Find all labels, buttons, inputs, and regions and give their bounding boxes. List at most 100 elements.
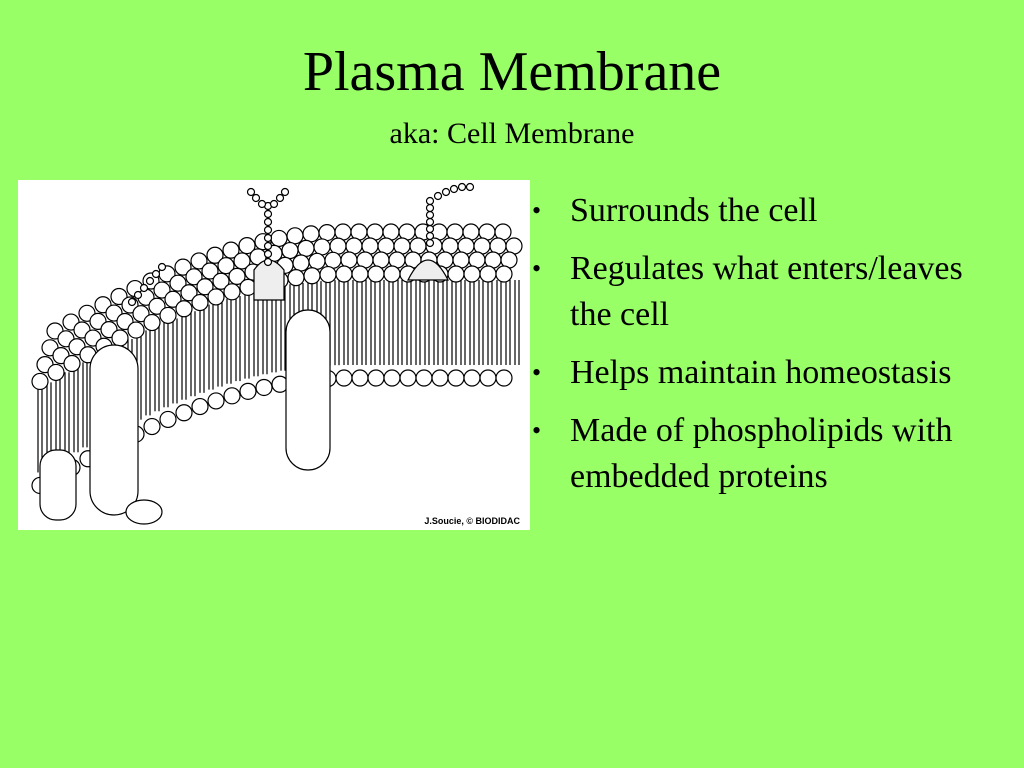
phospholipid-head: [297, 239, 315, 257]
carbohydrate-chain: [263, 241, 273, 251]
phospholipid-head: [190, 252, 208, 270]
peripheral-protein: [125, 499, 163, 525]
phospholipid-head: [447, 265, 465, 283]
phospholipid-head: [308, 252, 326, 270]
carbohydrate-chain: [133, 290, 143, 300]
carbohydrate-chain: [465, 182, 475, 192]
phospholipid-head: [399, 369, 417, 387]
carbohydrate-chain: [457, 182, 467, 192]
carbohydrate-chain: [269, 199, 279, 209]
phospholipid-head: [207, 288, 225, 306]
carbohydrate-chain: [263, 225, 273, 235]
slide-subtitle: aka: Cell Membrane: [389, 117, 635, 150]
phospholipid-head: [324, 251, 342, 269]
phospholipid-head: [479, 369, 497, 387]
phospholipid-head: [212, 272, 230, 290]
phospholipid-head: [238, 237, 256, 255]
phospholipid-head: [222, 241, 240, 259]
carbohydrate-chain: [127, 297, 137, 307]
integral-protein: [89, 344, 139, 516]
phospholipid-head: [335, 265, 353, 283]
phospholipid-head: [143, 313, 161, 332]
carbohydrate-chain: [263, 249, 273, 259]
phospholipid-head: [47, 363, 65, 382]
phospholipid-head: [233, 252, 251, 270]
phospholipid-head: [383, 265, 401, 283]
phospholipid-head: [159, 410, 177, 429]
carbohydrate-chain: [263, 257, 273, 267]
carbohydrate-chain: [425, 210, 435, 220]
carbohydrate-chain: [151, 269, 161, 279]
phospholipid-head: [351, 369, 369, 387]
bullet-text: Regulates what enters/leaves the cell: [570, 250, 963, 333]
phospholipid-head: [383, 369, 401, 387]
phospholipid-head: [164, 290, 182, 308]
carbohydrate-chain: [263, 209, 273, 219]
carbohydrate-chain: [263, 233, 273, 243]
phospholipid-head: [479, 265, 497, 283]
phospholipid-head: [63, 354, 81, 373]
phospholipid-head: [495, 369, 513, 387]
phospholipid-head: [495, 265, 513, 283]
carbohydrate-chain: [425, 231, 435, 241]
bullet-item: •Helps maintain homeostasis: [528, 350, 1008, 396]
phospholipid-head: [174, 258, 192, 276]
phospholipid-head: [318, 223, 336, 242]
phospholipid-head: [367, 265, 385, 283]
phospholipid-head: [313, 238, 331, 256]
carbohydrate-chain: [449, 184, 459, 194]
carbohydrate-chain: [425, 203, 435, 213]
phospholipid-head: [143, 417, 161, 436]
phospholipid-head: [302, 225, 320, 243]
phospholipid-head: [169, 274, 187, 292]
phospholipid-head: [159, 306, 177, 325]
bullet-dot: •: [532, 416, 542, 445]
bullet-text: Made of phospholipids with embedded prot…: [570, 412, 953, 495]
phospholipid-head: [286, 227, 304, 245]
bullet-dot: •: [532, 196, 542, 225]
carbohydrate-chain: [433, 191, 443, 201]
bullet-item: • Made of phospholipids with embedded pro…: [528, 408, 1008, 500]
carbohydrate-chain: [441, 187, 451, 197]
carbohydrate-chain: [139, 283, 149, 293]
peripheral-protein: [39, 449, 77, 521]
integral-protein: [285, 309, 331, 471]
phospholipid-head: [447, 369, 465, 387]
glycoprotein: [407, 259, 449, 281]
carbohydrate-chain: [145, 276, 155, 286]
phospholipid-head: [463, 369, 481, 387]
phospholipid-head: [319, 265, 337, 284]
carbohydrate-chain: [257, 199, 267, 209]
phospholipid-head: [281, 241, 299, 260]
glycoprotein: [253, 259, 285, 301]
phospholipid-head: [239, 382, 257, 400]
phospholipid-head: [367, 369, 385, 387]
bullet-item: •Surrounds the cell: [528, 188, 1008, 234]
carbohydrate-chain: [425, 238, 435, 248]
phospholipid-head: [180, 284, 198, 302]
phospholipid-head: [415, 369, 433, 387]
phospholipid-head: [175, 404, 193, 422]
carbohydrate-chain: [425, 196, 435, 206]
phospholipid-head: [223, 283, 241, 301]
phospholipid-head: [148, 297, 166, 315]
phospholipid-head: [463, 265, 481, 283]
phospholipid-head: [196, 278, 214, 296]
phospholipid-head: [31, 372, 49, 391]
carbohydrate-chain: [263, 217, 273, 227]
phospholipid-head: [292, 254, 310, 272]
phospholipid-head: [255, 378, 273, 397]
figure-credit: J.Soucie, © BIODIDAC: [424, 516, 520, 526]
bullet-text: Helps maintain homeostasis: [570, 354, 952, 391]
slide-title: Plasma Membrane: [302, 41, 722, 103]
carbohydrate-chain: [251, 193, 261, 203]
carbohydrate-chain: [280, 187, 290, 197]
carbohydrate-chain: [425, 217, 435, 227]
bullet-dot: •: [532, 254, 542, 283]
phospholipid-head: [185, 268, 203, 286]
phospholipid-head: [111, 329, 129, 347]
carbohydrate-chain: [157, 262, 167, 272]
phospholipid-head: [335, 369, 353, 387]
phospholipid-head: [206, 246, 224, 264]
phospholipid-head: [303, 267, 321, 285]
